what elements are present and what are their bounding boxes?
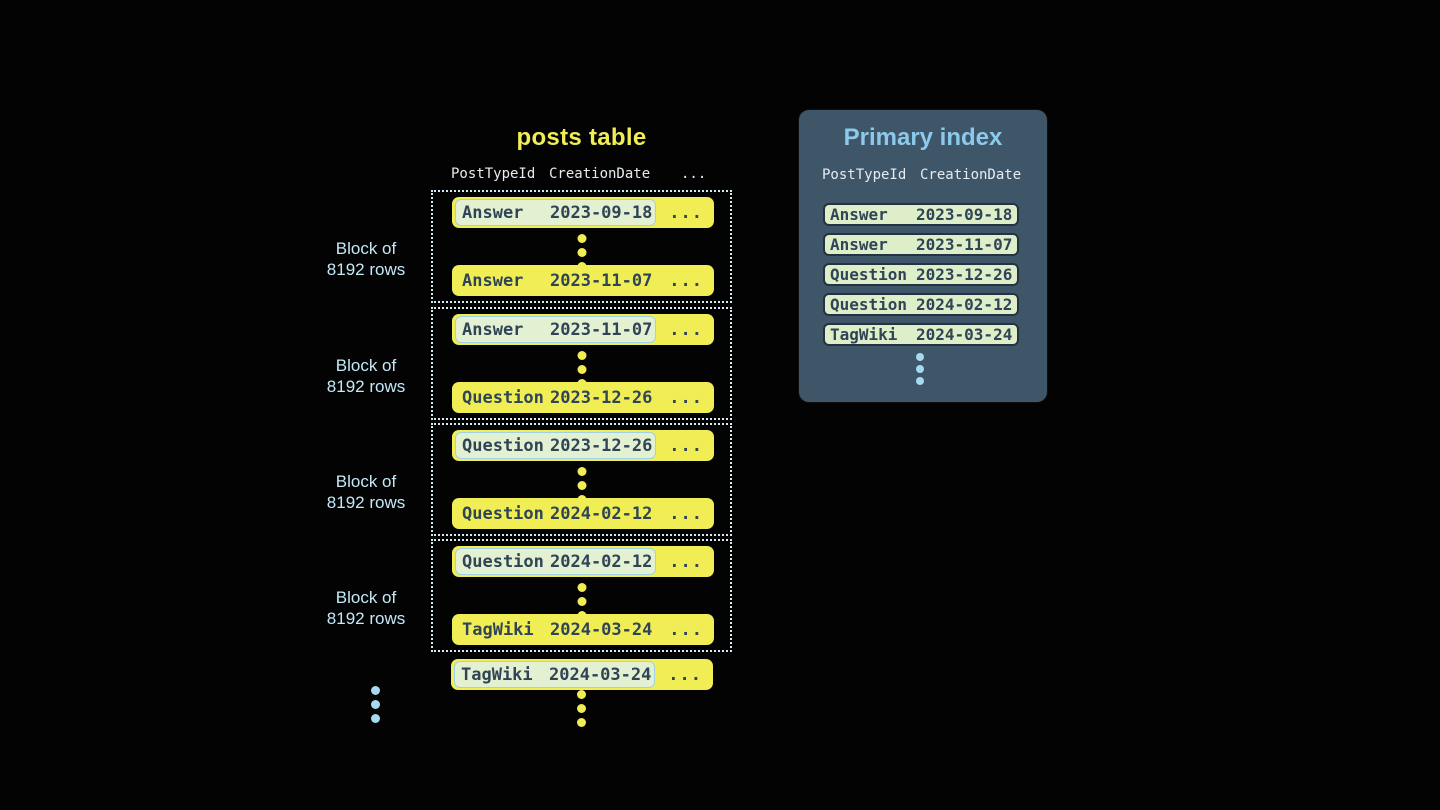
table-row-overflow: TagWiki 2024-03-24 ... <box>451 659 713 690</box>
index-row: Answer 2023-09-18 <box>823 203 1019 226</box>
index-key-highlight: TagWiki 2024-03-24 <box>454 661 655 688</box>
row-ellipsis: ... <box>669 319 703 340</box>
index-row: Answer 2023-11-07 <box>823 233 1019 256</box>
block-label-1: Block of 8192 rows <box>300 238 432 280</box>
post-type-value: Answer <box>462 319 524 340</box>
column-header-posttypeid: PostTypeId <box>451 166 536 182</box>
creation-date-value: 2023-09-18 <box>916 205 1013 224</box>
column-header-more: ... <box>681 166 707 182</box>
block-label-line1: Block of <box>335 472 397 491</box>
creation-date-value: 2023-11-07 <box>916 235 1013 254</box>
primary-index-title: Primary index <box>843 124 1003 151</box>
row-ellipsis: ... <box>669 270 703 291</box>
post-type-value: TagWiki <box>830 325 898 344</box>
row-block-3: Question 2023-12-26 ... Question 2024-02-1… <box>431 423 732 536</box>
index-row: Question 2023-12-26 <box>823 263 1019 286</box>
posts-table-column-headers: PostTypeId CreationDate ... <box>431 166 732 184</box>
vertical-ellipsis-dots <box>371 686 380 723</box>
post-type-value: Question <box>830 295 908 314</box>
post-type-value: TagWiki <box>462 619 534 640</box>
table-row: Question 2024-02-12 ... <box>452 546 714 577</box>
table-row: Answer 2023-11-07 ... <box>452 265 714 296</box>
table-row: Question 2023-12-26 ... <box>452 430 714 461</box>
row-ellipsis: ... <box>669 202 703 223</box>
post-type-value: Answer <box>830 205 888 224</box>
vertical-ellipsis-dots <box>577 690 586 727</box>
post-type-value: TagWiki <box>461 664 533 685</box>
post-type-value: Answer <box>830 235 888 254</box>
block-label-line1: Block of <box>335 356 397 375</box>
index-key-highlight: Answer 2023-09-18 <box>455 199 656 226</box>
row-ellipsis: ... <box>669 619 703 640</box>
column-header-posttypeid: PostTypeId <box>822 167 907 183</box>
table-row: Answer 2023-11-07 ... <box>452 314 714 345</box>
creation-date-value: 2023-12-26 <box>550 387 653 408</box>
block-label-line2: 8192 rows <box>326 260 406 279</box>
block-label-3: Block of 8192 rows <box>300 471 432 513</box>
row-ellipsis: ... <box>669 551 703 572</box>
index-row: Question 2024-02-12 <box>823 293 1019 316</box>
index-key-highlight: Answer 2023-11-07 <box>455 316 656 343</box>
block-label-line1: Block of <box>335 588 397 607</box>
table-row: TagWiki 2024-03-24 ... <box>452 614 714 645</box>
row-ellipsis: ... <box>668 664 702 685</box>
row-ellipsis: ... <box>669 435 703 456</box>
block-label-line2: 8192 rows <box>326 493 406 512</box>
block-label-line2: 8192 rows <box>326 609 406 628</box>
creation-date-value: 2024-03-24 <box>550 619 653 640</box>
post-type-value: Question <box>830 265 908 284</box>
post-type-value: Question <box>462 503 544 524</box>
block-label-2: Block of 8192 rows <box>300 355 432 397</box>
block-label-line2: 8192 rows <box>326 377 406 396</box>
table-row: Answer 2023-09-18 ... <box>452 197 714 228</box>
creation-date-value: 2023-12-26 <box>550 435 653 456</box>
column-header-creationdate: CreationDate <box>549 166 651 182</box>
index-key-highlight: Question 2024-02-12 <box>455 548 656 575</box>
creation-date-value: 2023-12-26 <box>916 265 1013 284</box>
creation-date-value: 2024-02-12 <box>550 503 653 524</box>
post-type-value: Question <box>462 551 544 572</box>
creation-date-value: 2023-11-07 <box>550 319 653 340</box>
creation-date-value: 2024-02-12 <box>916 295 1013 314</box>
index-key-highlight: Question 2023-12-26 <box>455 432 656 459</box>
creation-date-value: 2024-03-24 <box>916 325 1013 344</box>
vertical-ellipsis-dots <box>916 353 924 385</box>
column-header-creationdate: CreationDate <box>920 167 1022 183</box>
table-row: Question 2024-02-12 ... <box>452 498 714 529</box>
post-type-value: Question <box>462 435 544 456</box>
row-ellipsis: ... <box>669 503 703 524</box>
creation-date-value: 2024-03-24 <box>549 664 652 685</box>
primary-index-panel: Primary index PostTypeId CreationDate An… <box>799 110 1047 402</box>
post-type-value: Answer <box>462 270 524 291</box>
block-label-line1: Block of <box>335 239 397 258</box>
creation-date-value: 2024-02-12 <box>550 551 653 572</box>
post-type-value: Question <box>462 387 544 408</box>
block-label-4: Block of 8192 rows <box>300 587 432 629</box>
table-row: Question 2023-12-26 ... <box>452 382 714 413</box>
row-block-1: Answer 2023-09-18 ... Answer 2023-11-07 ..… <box>431 190 732 303</box>
row-ellipsis: ... <box>669 387 703 408</box>
row-block-4: Question 2024-02-12 ... TagWiki 2024-03-24… <box>431 539 732 652</box>
creation-date-value: 2023-09-18 <box>550 202 653 223</box>
posts-table-title: posts table <box>516 124 647 151</box>
creation-date-value: 2023-11-07 <box>550 270 653 291</box>
post-type-value: Answer <box>462 202 524 223</box>
primary-index-column-headers: PostTypeId CreationDate <box>799 167 1047 185</box>
row-block-2: Answer 2023-11-07 ... Question 2023-12-26 … <box>431 307 732 420</box>
index-row: TagWiki 2024-03-24 <box>823 323 1019 346</box>
